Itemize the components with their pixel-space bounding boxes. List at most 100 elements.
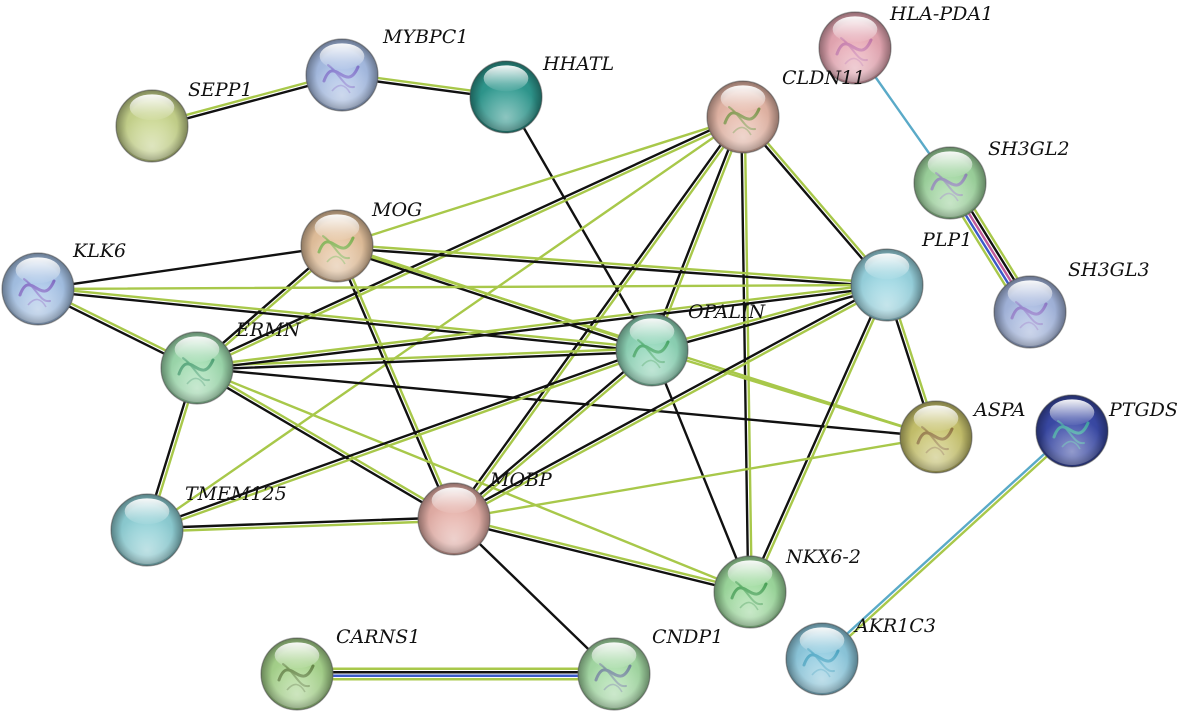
node-cndp1[interactable]: CNDP1 bbox=[577, 626, 723, 711]
node-gloss bbox=[927, 151, 973, 178]
edge-evidence-line bbox=[504, 95, 654, 352]
edge-evidence-line bbox=[740, 115, 750, 594]
node-akr1c3[interactable]: AKR1C3 bbox=[785, 615, 936, 696]
edge-evidence-line bbox=[195, 114, 744, 368]
node-label: PTGDS bbox=[1108, 399, 1178, 421]
edge-evidence-line bbox=[36, 244, 339, 291]
node-gloss bbox=[913, 405, 959, 432]
node-gloss bbox=[832, 16, 878, 43]
node-cldn11[interactable]: CLDN11 bbox=[706, 67, 865, 154]
edge-evidence-line bbox=[821, 431, 1075, 662]
edge-evidence-line bbox=[651, 285, 889, 353]
edge-evidence-line bbox=[452, 517, 616, 676]
node-label: CARNS1 bbox=[336, 626, 420, 648]
node-gloss bbox=[431, 487, 477, 514]
node-label: KLK6 bbox=[72, 240, 126, 262]
edge-evidence-line bbox=[335, 243, 889, 285]
node-label: AKR1C3 bbox=[853, 615, 936, 637]
edge-cldn11-tmem125 bbox=[145, 115, 745, 532]
edge-evidence-line bbox=[750, 284, 890, 594]
node-label: MOG bbox=[371, 199, 422, 221]
edge-evidence-line bbox=[194, 368, 455, 522]
edge-evidence-line bbox=[747, 283, 887, 593]
node-nkx6-2[interactable]: NKX6-2 bbox=[713, 546, 861, 629]
edge-evidence-line bbox=[335, 246, 889, 288]
edge-opalin-nkx6-2 bbox=[650, 348, 752, 594]
edge-ermn-aspa bbox=[195, 366, 938, 439]
edge-mobp-aspa bbox=[452, 435, 938, 521]
node-label: HHATL bbox=[542, 53, 614, 75]
node-carns1[interactable]: CARNS1 bbox=[260, 626, 420, 711]
edge-evidence-line bbox=[196, 365, 457, 519]
node-hhatl[interactable]: HHATL bbox=[469, 53, 614, 134]
edge-evidence-line bbox=[743, 114, 890, 286]
edge-evidence-line bbox=[195, 350, 654, 371]
node-mog[interactable]: MOG bbox=[300, 199, 422, 283]
edge-evidence-line bbox=[195, 366, 752, 594]
edge-mobp-tmem125 bbox=[145, 516, 456, 533]
edge-evidence-line bbox=[195, 282, 888, 368]
node-opalin[interactable]: OPALIN bbox=[615, 301, 766, 387]
edge-evidence-line bbox=[740, 116, 887, 288]
edge-opalin-aspa bbox=[650, 348, 938, 439]
node-ermn[interactable]: ERMN bbox=[160, 319, 302, 405]
edge-evidence-line bbox=[36, 286, 654, 350]
node-label: SEPP1 bbox=[188, 79, 253, 101]
node-label: MOBP bbox=[489, 469, 553, 491]
edge-ptgds-akr1c3 bbox=[819, 428, 1075, 662]
node-label: TMEM125 bbox=[185, 483, 287, 505]
edge-klk6-plp1 bbox=[36, 283, 889, 291]
node-sh3gl3[interactable]: SH3GL3 bbox=[993, 259, 1150, 349]
node-gloss bbox=[129, 94, 175, 121]
edge-evidence-line bbox=[650, 282, 888, 350]
node-sh3gl2[interactable]: SH3GL2 bbox=[913, 138, 1070, 220]
node-label: SH3GL3 bbox=[1068, 259, 1150, 281]
edge-evidence-line bbox=[454, 116, 746, 522]
node-hla-pda1[interactable]: HLA-PDA1 bbox=[818, 3, 993, 85]
edge-evidence-line bbox=[819, 428, 1073, 659]
edge-ermn-plp1 bbox=[195, 282, 889, 371]
edge-evidence-line bbox=[452, 435, 938, 521]
edge-evidence-line bbox=[196, 117, 745, 371]
node-label: ERMN bbox=[235, 319, 302, 341]
edge-mog-plp1 bbox=[335, 243, 889, 288]
node-label: CLDN11 bbox=[782, 67, 865, 89]
edges-layer bbox=[36, 46, 1075, 681]
node-label: PLP1 bbox=[921, 229, 972, 251]
edge-evidence-line bbox=[335, 246, 653, 353]
node-tmem125[interactable]: TMEM125 bbox=[110, 483, 287, 567]
edge-evidence-line bbox=[453, 516, 752, 592]
edge-evidence-line bbox=[145, 115, 745, 532]
node-plp1[interactable]: PLP1 bbox=[850, 229, 972, 322]
edge-evidence-line bbox=[36, 289, 654, 353]
node-gloss bbox=[15, 257, 61, 284]
edge-cldn11-ermn bbox=[195, 114, 745, 371]
edge-evidence-line bbox=[195, 347, 654, 368]
edge-evidence-line bbox=[145, 519, 456, 533]
node-gloss bbox=[314, 214, 360, 241]
edge-evidence-line bbox=[650, 348, 938, 439]
edge-hhatl-opalin bbox=[504, 95, 654, 352]
edge-evidence-line bbox=[146, 350, 654, 533]
edge-mobp-cndp1 bbox=[452, 517, 616, 676]
edge-evidence-line bbox=[451, 347, 653, 519]
edge-mog-klk6 bbox=[36, 244, 339, 291]
node-aspa[interactable]: ASPA bbox=[899, 399, 1026, 474]
node-gloss bbox=[864, 253, 910, 280]
edge-evidence-line bbox=[337, 244, 457, 520]
edge-klk6-opalin bbox=[36, 286, 654, 353]
node-mybpc1[interactable]: MYBPC1 bbox=[305, 26, 468, 112]
edge-evidence-line bbox=[453, 350, 655, 522]
node-mobp[interactable]: MOBP bbox=[417, 469, 553, 556]
node-klk6[interactable]: KLK6 bbox=[1, 240, 126, 326]
edge-plp1-mobp bbox=[451, 282, 890, 522]
node-ptgds[interactable]: PTGDS bbox=[1035, 394, 1178, 468]
node-gloss bbox=[1007, 280, 1053, 307]
node-sepp1[interactable]: SEPP1 bbox=[115, 79, 253, 163]
node-gloss bbox=[727, 560, 773, 587]
node-gloss bbox=[1049, 399, 1095, 426]
edge-cldn11-plp1 bbox=[740, 114, 890, 288]
node-gloss bbox=[274, 642, 320, 669]
node-gloss bbox=[720, 85, 766, 112]
edge-carns1-cndp1 bbox=[295, 667, 616, 681]
